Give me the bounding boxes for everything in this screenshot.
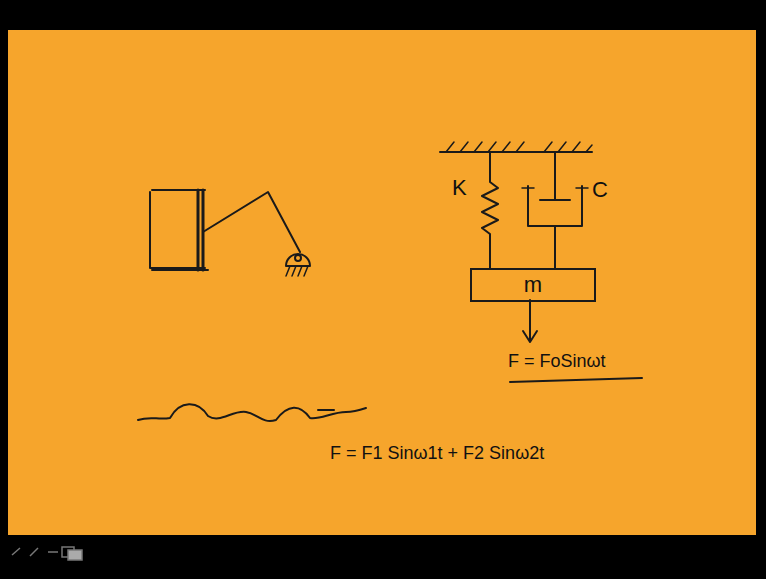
toolbar-icons	[12, 547, 82, 560]
mass-block: m	[470, 268, 596, 302]
underline	[510, 378, 642, 382]
force-equation: F = FoSinωt	[508, 352, 606, 372]
spring-symbol	[482, 152, 498, 268]
ground-hatch	[440, 142, 592, 152]
damping-label: C	[592, 178, 608, 202]
wave-sketch	[138, 404, 366, 421]
damper-symbol	[522, 152, 588, 268]
wave-mark	[318, 409, 334, 411]
force-equation: F = F1 Sinω1t + F2 Sinω2t	[330, 444, 544, 464]
engine-sketch	[150, 190, 310, 276]
stiffness-label: K	[452, 176, 467, 200]
mass-label: m	[524, 272, 542, 298]
force-arrow	[523, 300, 537, 342]
